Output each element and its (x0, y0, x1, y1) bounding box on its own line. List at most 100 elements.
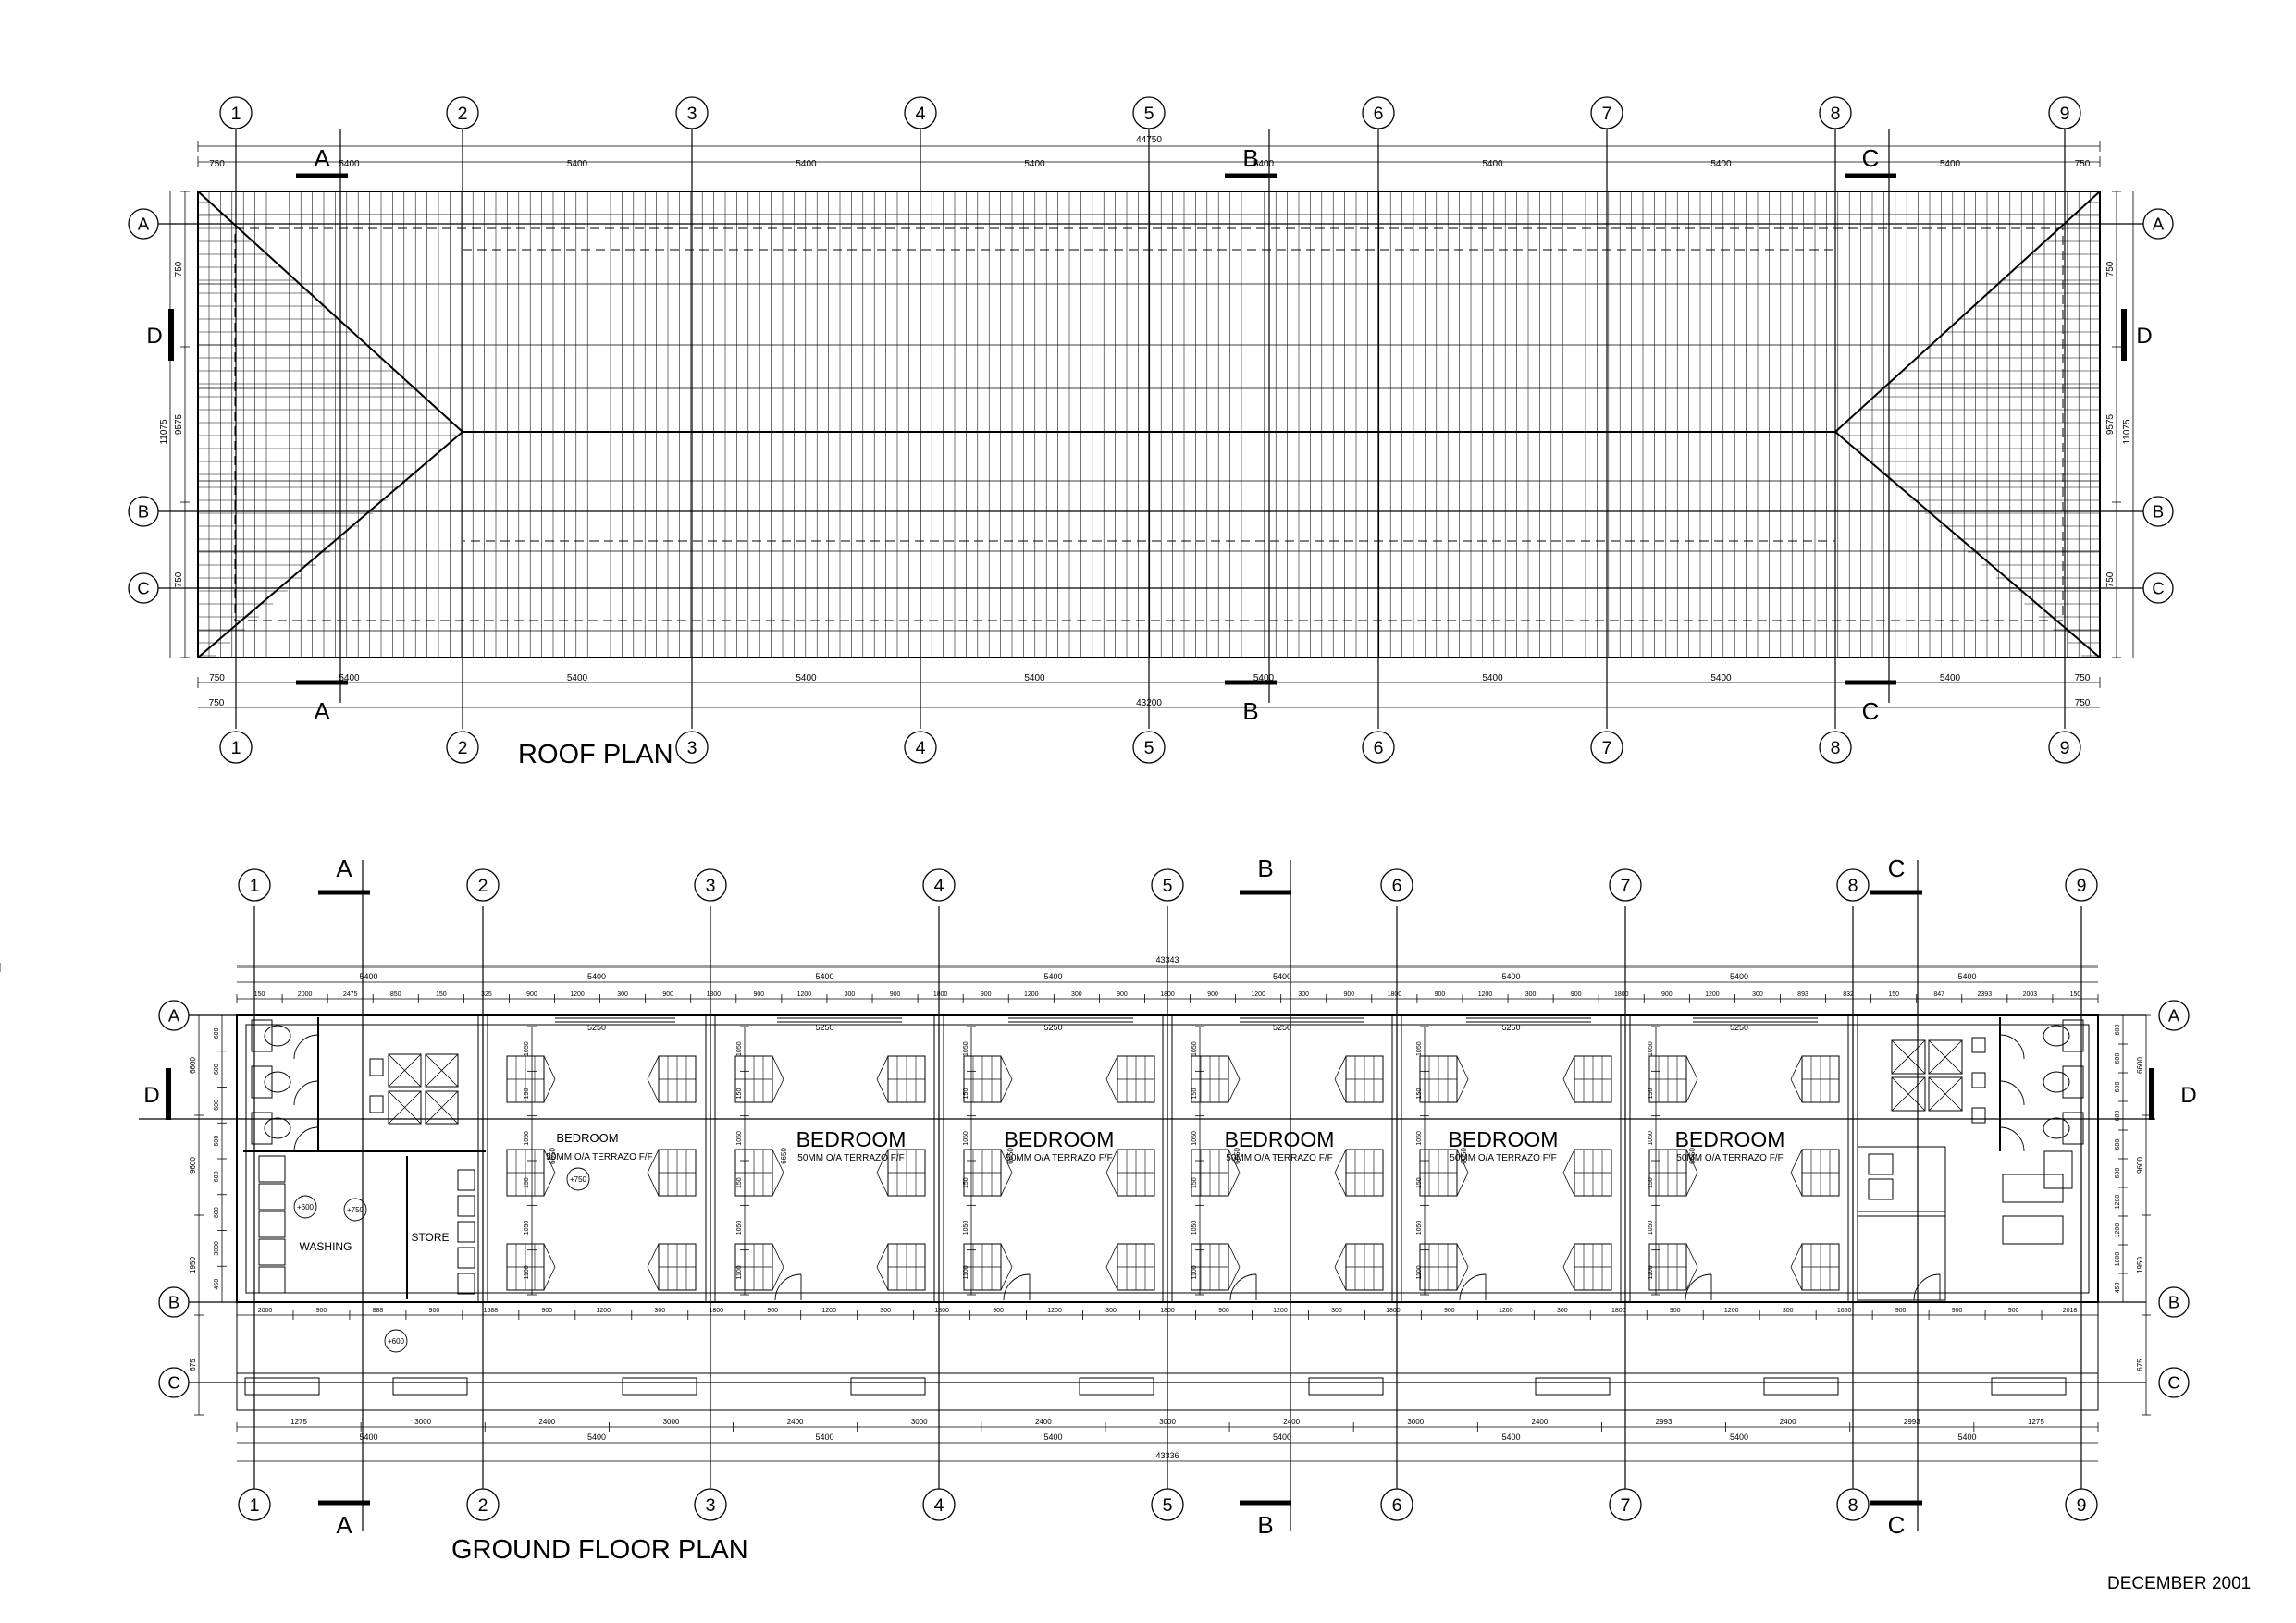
bench (2002, 1215, 2064, 1245)
dimension-value: 1800 (706, 991, 721, 998)
dimension-value: 1050 (963, 1041, 969, 1056)
dimension-value: 150 (1416, 1088, 1423, 1100)
roof-dimension-right-overall: 11075 (2122, 191, 2134, 658)
wardrobe-door (772, 1149, 784, 1174)
wardrobe (1334, 1243, 1384, 1291)
wardrobe (1105, 1243, 1155, 1291)
washing-basin (258, 1238, 286, 1266)
grid-bubble-left-A: A (158, 1000, 190, 1031)
dimension-value: 1050 (736, 1131, 743, 1146)
hip-line (1834, 431, 2101, 658)
wardrobe (1105, 1055, 1155, 1103)
wardrobe-door (1105, 1078, 1118, 1103)
wardrobe (1334, 1055, 1384, 1103)
dimension-value: 600 (2115, 1082, 2121, 1093)
dimension-value: 3000 (1407, 1418, 1424, 1426)
dimension-value: 5400 (1957, 1432, 1976, 1442)
wc-bowl (264, 1071, 291, 1093)
dimension-value: 1050 (1648, 1131, 1654, 1146)
grid-bubble-bottom-9: 9 (2048, 731, 2081, 764)
wardrobe-door (647, 1149, 660, 1174)
door-swing (774, 1273, 802, 1301)
grid-bubble-label: 9 (2077, 876, 2087, 896)
grid-bubble-top-6: 6 (1362, 96, 1395, 129)
section-cut-D-left: D (143, 1068, 171, 1120)
partition-wall (477, 1014, 488, 1303)
hip-end-left (198, 202, 459, 657)
section-label: B (1257, 855, 1273, 882)
grid-bubble-left-A: A (128, 208, 159, 240)
grid-bubble-label: 4 (934, 876, 944, 896)
dimension-value: 750 (2075, 698, 2091, 708)
dimension-value: 1100 (524, 1265, 530, 1279)
grid-bubble-circle (1151, 1488, 1184, 1521)
dimension-value: 1800 (1386, 1308, 1401, 1314)
shower-cross (1891, 1039, 1926, 1075)
grid-bubble-circle (1836, 868, 1870, 902)
grid-bubble-label: B (2153, 502, 2164, 522)
dimension-value: 150 (963, 1177, 969, 1188)
door-arc (293, 1080, 319, 1106)
wardrobe-door (1456, 1266, 1469, 1291)
wardrobe-door (876, 1078, 889, 1103)
section-label: D (143, 1083, 159, 1108)
grid-bubble-top-5: 5 (1132, 96, 1166, 129)
level-value: +600 (388, 1337, 405, 1346)
dimension-value: 150 (1191, 1088, 1198, 1100)
section-label: B (1242, 697, 1258, 725)
dimension-value: 600 (2115, 1168, 2121, 1179)
level-marker: +750 (343, 1198, 367, 1222)
door-arc (1913, 1273, 1941, 1301)
wardrobe-door (1105, 1243, 1118, 1268)
verandah-planter (850, 1377, 926, 1396)
section-cut-C: CC (1845, 129, 1896, 725)
dimension-value: 900 (1218, 1308, 1229, 1314)
dimension-value: 600 (214, 1027, 220, 1039)
right-wet-area (1857, 1017, 2084, 1301)
dimension-value: 5400 (1501, 1432, 1520, 1442)
wardrobe-door (1685, 1078, 1698, 1103)
grid-bubble-bottom-2: 2 (466, 1488, 500, 1521)
wardrobe-door (876, 1172, 889, 1197)
left-wet-area (243, 1017, 486, 1299)
wardrobe-door (772, 1266, 784, 1291)
grid-bubble-top-8: 8 (1819, 96, 1852, 129)
dimension-value: 900 (1571, 991, 1582, 998)
grid-bubble-label: 7 (1602, 104, 1612, 124)
shower-tray (388, 1090, 422, 1125)
dimension-value: 675 (189, 1359, 197, 1371)
dimension-value: 900 (890, 991, 901, 998)
wardrobe (1790, 1243, 1840, 1291)
dimension-value: 150 (1648, 1088, 1654, 1100)
dimension-value: 5400 (1024, 159, 1045, 169)
section-cut-D-left: D (146, 309, 174, 361)
shower-tray (1891, 1039, 1926, 1075)
dimension-value: 5400 (796, 673, 817, 683)
wardrobe (1334, 1149, 1384, 1197)
dimension-value: 5400 (1482, 159, 1503, 169)
section-label: B (1257, 1511, 1273, 1539)
dimension-value: 750 (209, 159, 225, 169)
dimension-value: 1800 (934, 1308, 949, 1314)
dimension-value: 1200 (1273, 1308, 1288, 1314)
dimension-value: 1200 (1251, 991, 1265, 998)
grid-bubble-top-7: 7 (1590, 96, 1623, 129)
level-circle (384, 1329, 408, 1353)
partition-wall (705, 1014, 716, 1303)
grid-bubble-label: C (167, 1373, 179, 1393)
dimension-overall: 43336 (1155, 1451, 1179, 1460)
wardrobe-door (647, 1172, 660, 1197)
grid-bubble-top-2: 2 (466, 868, 500, 902)
dimension-value: 600 (2115, 1139, 2121, 1150)
drawing-date: DECEMBER 2001 (2107, 1574, 2252, 1593)
dimension-value: 1050 (963, 1131, 969, 1146)
dimension-value: 300 (845, 991, 856, 998)
room-name: BEDROOM (556, 1131, 618, 1145)
